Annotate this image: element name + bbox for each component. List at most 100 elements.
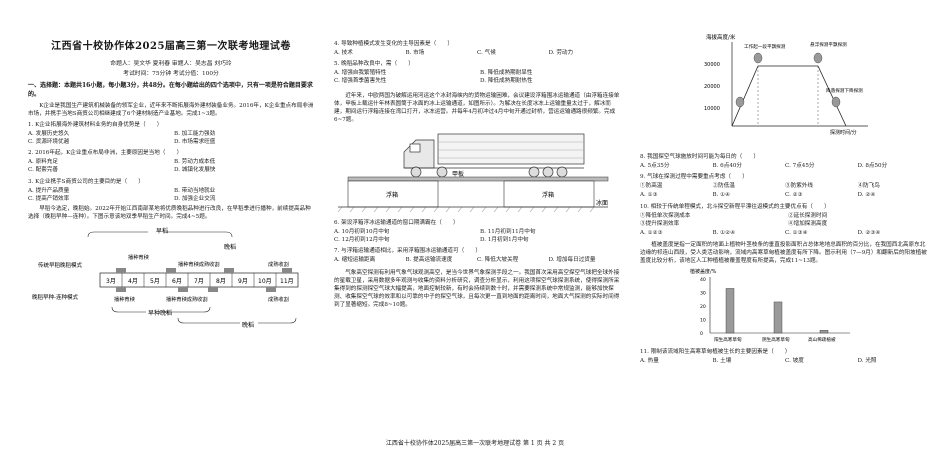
option-c: C. 提高产销效率 bbox=[28, 195, 70, 202]
month-cell: 7月 bbox=[194, 278, 204, 285]
pontoon-figure: 甲板 浮箱 浮箱 冰面 bbox=[337, 133, 609, 213]
label-ice: 冰面 bbox=[596, 199, 608, 207]
passage-5: 植被盖度是指一定面积的地面上植物叶茎枝条的垂直投影面积占总体地地总面积的百分比，… bbox=[640, 241, 927, 265]
option-b: B. 带动当地就业 bbox=[174, 187, 216, 194]
option-c: C. 12月初到12月中旬 bbox=[334, 237, 390, 244]
option-d: D. 城镇化发展快 bbox=[174, 167, 216, 174]
question-stem: 5. 晚稻品种改良中，需（ ） bbox=[334, 61, 414, 68]
option-c: C. 坡度 bbox=[785, 358, 804, 365]
month-cell: 5月 bbox=[150, 278, 160, 285]
label-pontoon-right: 浮箱 bbox=[542, 191, 554, 199]
question-6: 6. 架设浮箱浮冰运输通道的窗口期满霸在（ ） A. 10月初到10月中旬 B.… bbox=[334, 219, 620, 244]
section-heading: 一、选择题：本题共16小题，每小题3分，共48分。在每小题给出的四个选项中，只有… bbox=[28, 82, 313, 98]
question-stem: 10. 相较于传统单程模式，北斗探空新程平漂往返模式的主要优点有（ ） bbox=[640, 203, 830, 210]
label-deck: 甲板 bbox=[452, 170, 464, 178]
stage-harvest-1: 成熟收割 bbox=[268, 260, 289, 268]
option-c: C. 配套完善 bbox=[28, 167, 59, 174]
label-float: 悬浮探测平飘探测 bbox=[810, 41, 847, 48]
month-cell: 11月 bbox=[280, 278, 294, 285]
option-a: A. 5点35分 bbox=[640, 163, 670, 170]
passage-3: 近年来，中欧两国为破解运用河运这个冰封海峡内的货物运输困难，会议建设浮箱围冰运输… bbox=[334, 92, 620, 123]
page-footer: 江西省十校协作体2025届高三第一次联考地理试卷 第 1 页 共 2 页 bbox=[385, 440, 565, 447]
option-b: B. 11月初到11月中旬 bbox=[480, 229, 536, 236]
option-d: D. 1月初到1月中旬 bbox=[480, 237, 529, 244]
statement-2: ②防低温 bbox=[712, 183, 735, 190]
y-tick: 20000 bbox=[704, 84, 720, 90]
bar bbox=[773, 302, 783, 334]
question-7: 7. 与浮箱运输通道相比，采用浮箱围冰运输通道可（ ） A. 缩短运输距离 B.… bbox=[334, 247, 620, 264]
month-cell: 8月 bbox=[216, 278, 226, 285]
option-a: A. 技术 bbox=[334, 50, 353, 57]
axis-label-time: 探测时间/分 bbox=[830, 129, 857, 136]
label-early-rice: 早稻 bbox=[156, 227, 168, 235]
question-stem: 1. K企业拓展海外建筑材料业务的自身优势是（ ） bbox=[28, 121, 163, 128]
option-d: D. ②④ bbox=[857, 192, 876, 199]
option-c: C. 降低大坡关程 bbox=[477, 257, 519, 264]
y-tick-label: 10 bbox=[700, 318, 706, 324]
y-tick-label: 20 bbox=[700, 304, 706, 310]
option-a: A. ①②③ bbox=[640, 229, 663, 236]
y-tick-label: 40 bbox=[700, 277, 706, 283]
option-a: A. 原料充足 bbox=[28, 159, 58, 166]
month-cell: 4月 bbox=[128, 278, 138, 285]
label-pontoon-left: 浮箱 bbox=[386, 191, 398, 199]
question-stem: 2. 2016年起，K企业重点布局非洲，主要原因是当地（ ） bbox=[28, 150, 183, 157]
bar-chart-ylabel: 植被盖度/% bbox=[690, 268, 717, 275]
label-liftoff: 工作起一段平飘探测 bbox=[744, 43, 786, 50]
question-stem: 6. 架设浮箱浮冰运输通道的窗口期满霸在（ ） bbox=[334, 219, 459, 226]
option-a: A. 发展历史悠久 bbox=[28, 130, 70, 137]
option-a: A. 提升产品质量 bbox=[28, 187, 70, 194]
option-d: D. 8点50分 bbox=[857, 163, 888, 170]
mode-traditional: 传统早稻晚稻模式 bbox=[38, 261, 83, 269]
statement-2: ②延长探测时间 bbox=[788, 212, 828, 219]
bottom-label-late: 晚稻 bbox=[242, 321, 254, 329]
axis-label-altitude: 海拔高度/米 bbox=[706, 33, 736, 41]
month-cell: 3月 bbox=[106, 278, 116, 285]
stage-sow-1: 播种育秧 bbox=[128, 253, 150, 261]
bar bbox=[819, 330, 829, 334]
question-stem: 8. 我国探空气球施放时间可能为每日的（ ） bbox=[640, 154, 759, 160]
category-label: 阴生高寒草甸 bbox=[762, 336, 790, 343]
option-a: A. ①③ bbox=[640, 192, 658, 199]
question-3: 3. K企业携手S商贸公司的主要目的是（ ） A. 提升产品质量 B. 带动当地… bbox=[28, 178, 314, 203]
y-tick-label: 30 bbox=[700, 291, 706, 297]
option-a: A. 热量 bbox=[640, 358, 659, 365]
stage-sow-2: 播种育秧 bbox=[114, 295, 136, 303]
option-d: D. 降低成熟期耐热性 bbox=[480, 78, 533, 85]
bottom-label-early: 早种晚稻 bbox=[148, 309, 172, 317]
question-8: 8. 我国探空气球施放时间可能为每日的（ ） A. 5点35分 B. 6点40分… bbox=[640, 153, 930, 170]
stage-grow-2: 播种育秧成熟收割 bbox=[166, 295, 208, 303]
option-d: D. 劳动力 bbox=[548, 50, 574, 57]
question-stem: 11. 限制该流域阳生高寒草甸植被生长的主要因素是（ ） bbox=[640, 349, 791, 356]
option-b: B. 劳动力成本低 bbox=[174, 159, 216, 166]
question-4: 4. 导致种植模式发生变化的主导因素是（ ） A. 技术 B. 市场 C. 气候… bbox=[334, 40, 620, 57]
option-d: D. ②③④ bbox=[857, 229, 881, 236]
category-label: 阳生高寒草甸 bbox=[714, 336, 742, 343]
question-10: 10. 相较于传统单程模式，北斗探空新程平漂往返模式的主要优点有（ ） ①降低单… bbox=[640, 203, 930, 237]
statement-3: ③提升探测效率 bbox=[640, 220, 680, 227]
column-right: 海拔高度/米 30000 20000 10000 工作起一段平飘探测 悬浮探测平… bbox=[640, 0, 930, 366]
exam-info-line: 考试时间：75分钟 考试分值：100分 bbox=[123, 70, 219, 77]
option-a: A. 增强自我繁殖特性 bbox=[334, 70, 387, 77]
option-b: B. 降低成熟期耐旱性 bbox=[480, 70, 533, 77]
question-5: 5. 晚稻品种改良中，需（ ） A. 增强自我繁殖特性 B. 降低成熟期耐旱性 … bbox=[334, 60, 620, 85]
question-stem: 9. 气球在探测过程中需要重点考虑（ ） bbox=[640, 174, 748, 181]
mode-new: 晚稻早种-连种模式 bbox=[32, 293, 78, 301]
month-cell: 6月 bbox=[172, 278, 182, 285]
passage-1: K企业是我国生产建筑机械装备的领军企业，近年来不断拓展海外建材装备业务。2016… bbox=[28, 102, 314, 117]
ice-hatching bbox=[337, 206, 595, 213]
y-tick: 10000 bbox=[704, 106, 720, 112]
column-middle: 4. 导致种植模式发生变化的主导因素是（ ） A. 技术 B. 市场 C. 气候… bbox=[334, 0, 620, 309]
month-row: 3月 4月 5月 6月 7月 8月 9月 10月 11月 bbox=[106, 278, 294, 285]
stage-grow-1: 播种育秧成熟收割 bbox=[178, 260, 220, 268]
option-b: B. 提高运输流速度 bbox=[405, 257, 453, 264]
option-c: C. 7点45分 bbox=[785, 163, 815, 170]
question-stem: 7. 与浮箱运输通道相比，采用浮箱围冰运输通道可（ ） bbox=[334, 248, 481, 255]
statement-4: ④增加探测高度 bbox=[788, 220, 828, 227]
statement-1: ①降低单次探测成本 bbox=[640, 212, 691, 219]
statement-3: ③防紫外线 bbox=[785, 183, 813, 190]
question-2: 2. 2016年起，K企业重点布局非洲，主要原因是当地（ ） A. 原料充足 B… bbox=[28, 149, 314, 174]
label-late-rice: 晚稻 bbox=[224, 243, 236, 251]
option-b: B. 加工能力强劲 bbox=[174, 130, 216, 137]
